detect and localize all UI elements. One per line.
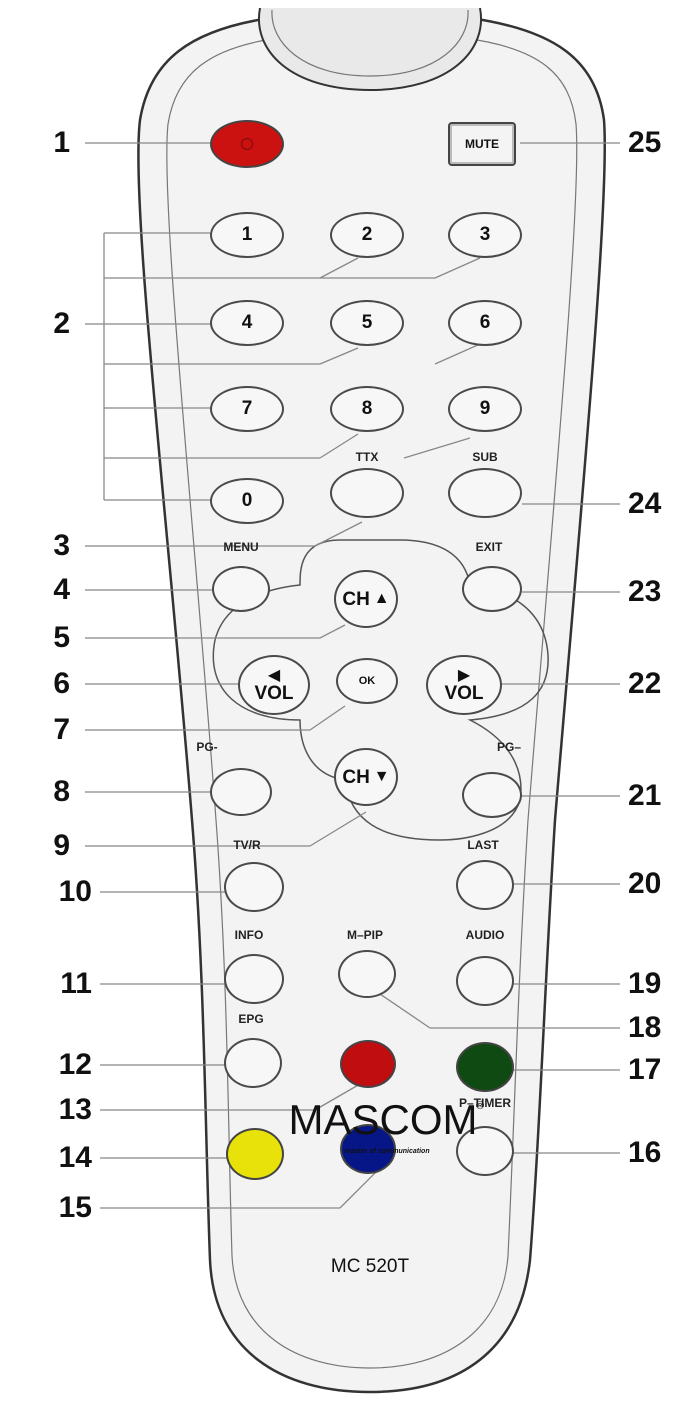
digit-8-label: 8 [362,398,373,420]
ttx-caption: TTX [322,450,412,464]
callout-17: 17 [628,1053,688,1087]
volume-down-button[interactable]: ◀ VOL [238,655,310,715]
triangle-right-icon: ▶ [458,668,470,684]
callout-24: 24 [628,487,688,521]
brand-logo: MASCOM [288,1096,478,1144]
menu-caption: MENU [196,540,286,554]
audio-button[interactable] [456,956,514,1006]
callout-12: 12 [36,1048,92,1082]
digit-3-label: 3 [480,224,491,246]
tvr-caption: TV/R [202,838,292,852]
audio-caption: AUDIO [440,928,530,942]
digit-2-button[interactable]: 2 [330,212,404,258]
callout-23: 23 [628,575,688,609]
digit-4-label: 4 [242,312,253,334]
callout-22: 22 [628,667,688,701]
callout-11: 11 [36,967,92,1001]
callout-5: 5 [14,621,70,655]
callout-9: 9 [14,829,70,863]
power-button[interactable] [210,120,284,168]
digit-3-button[interactable]: 3 [448,212,522,258]
callout-18: 18 [628,1011,688,1045]
digit-0-label: 0 [242,490,253,512]
exit-caption: EXIT [444,540,534,554]
triangle-up-icon: ▲ [374,591,390,607]
channel-down-button[interactable]: CH ▼ [334,748,398,806]
digit-2-label: 2 [362,224,373,246]
epg-caption: EPG [206,1012,296,1026]
yellow-button[interactable] [226,1128,284,1180]
digit-7-label: 7 [242,398,253,420]
channel-up-label: CH [342,590,369,609]
ttx-button[interactable] [330,468,404,518]
pg-plus-caption: PG– [464,740,554,754]
power-icon [241,138,253,150]
exit-button[interactable] [462,566,522,612]
info-caption: INFO [204,928,294,942]
volume-down-label: VOL [254,684,293,703]
digit-1-button[interactable]: 1 [210,212,284,258]
registered-mark: ® [476,1100,484,1112]
callout-13: 13 [36,1093,92,1127]
mute-button[interactable]: MUTE [448,122,516,166]
callout-25: 25 [628,126,688,160]
ok-label: OK [359,675,376,687]
brand-tagline: master of communication [322,1148,452,1155]
callout-3: 3 [14,529,70,563]
callout-1: 1 [14,126,70,160]
callout-19: 19 [628,967,688,1001]
pg-minus-caption: PG- [162,740,252,754]
callout-4: 4 [14,573,70,607]
digit-1-label: 1 [242,224,253,246]
page-up-button[interactable] [462,772,522,818]
red-button[interactable] [340,1040,396,1088]
callout-7: 7 [14,713,70,747]
epg-button[interactable] [224,1038,282,1088]
menu-button[interactable] [212,566,270,612]
digit-9-button[interactable]: 9 [448,386,522,432]
callout-8: 8 [14,775,70,809]
mpip-caption: M–PIP [320,928,410,942]
page-down-button[interactable] [210,768,272,816]
model-number: MC 520T [300,1256,440,1278]
tv-radio-button[interactable] [224,862,284,912]
volume-up-label: VOL [444,684,483,703]
digit-6-button[interactable]: 6 [448,300,522,346]
callout-21: 21 [628,779,688,813]
callout-10: 10 [36,875,92,909]
digit-7-button[interactable]: 7 [210,386,284,432]
digit-6-label: 6 [480,312,491,334]
callout-6: 6 [14,667,70,701]
triangle-down-icon: ▼ [374,769,390,785]
digit-0-button[interactable]: 0 [210,478,284,524]
channel-down-label: CH [342,768,369,787]
last-button[interactable] [456,860,514,910]
sub-caption: SUB [440,450,530,464]
triangle-left-icon: ◀ [268,668,280,684]
channel-up-button[interactable]: CH ▲ [334,570,398,628]
digit-5-button[interactable]: 5 [330,300,404,346]
callout-14: 14 [36,1141,92,1175]
digit-9-label: 9 [480,398,491,420]
green-button[interactable] [456,1042,514,1092]
digit-8-button[interactable]: 8 [330,386,404,432]
ok-button[interactable]: OK [336,658,398,704]
callout-2: 2 [14,307,70,341]
volume-up-button[interactable]: ▶ VOL [426,655,502,715]
callout-16: 16 [628,1136,688,1170]
last-caption: LAST [438,838,528,852]
digit-4-button[interactable]: 4 [210,300,284,346]
callout-15: 15 [36,1191,92,1225]
info-button[interactable] [224,954,284,1004]
sub-button[interactable] [448,468,522,518]
digit-5-label: 5 [362,312,373,334]
callout-20: 20 [628,867,688,901]
m-pip-button[interactable] [338,950,396,998]
mute-label: MUTE [465,137,499,151]
